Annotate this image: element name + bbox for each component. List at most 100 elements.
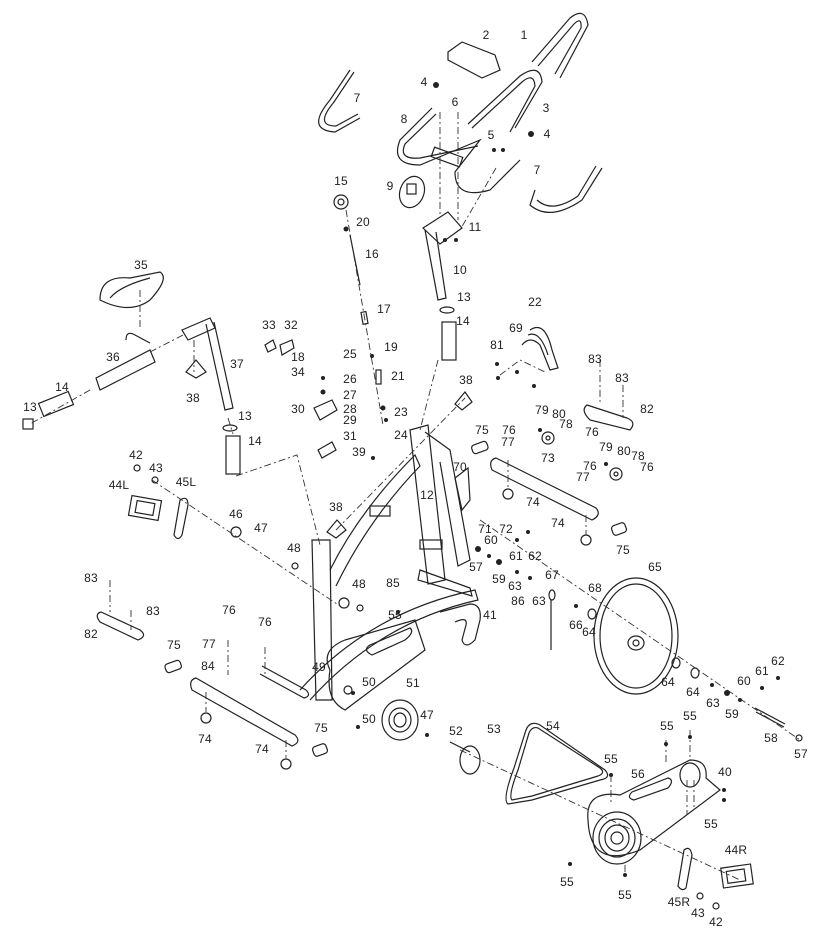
- part-label-55: 55: [660, 719, 674, 733]
- part-label-70: 70: [453, 460, 467, 474]
- part-label-11: 11: [468, 220, 482, 234]
- part-label-65: 65: [648, 560, 662, 574]
- part-label-54: 54: [546, 719, 560, 733]
- part-label-1: 1: [520, 28, 528, 42]
- part-label-78: 78: [631, 449, 645, 463]
- part-label-59: 59: [725, 707, 739, 721]
- part-label-79: 79: [599, 440, 613, 454]
- part-label-47: 47: [420, 708, 434, 722]
- part-label-86: 86: [511, 594, 525, 608]
- part-label-7: 7: [353, 91, 361, 105]
- part-label-26: 26: [343, 372, 357, 386]
- part-label-8: 8: [400, 112, 408, 126]
- part-label-66: 66: [569, 618, 583, 632]
- part-label-64: 64: [686, 685, 700, 699]
- part-label-61: 61: [509, 549, 523, 563]
- part-label-74: 74: [198, 732, 212, 746]
- part-label-50: 50: [362, 712, 376, 726]
- part-label-5: 5: [487, 128, 495, 142]
- part-label-62: 62: [528, 549, 542, 563]
- part-label-44L: 44L: [108, 478, 130, 492]
- part-label-59: 59: [492, 572, 506, 586]
- sleeve-14-left: [37, 390, 75, 418]
- cap-75-d: [311, 743, 329, 757]
- part-label-64: 64: [661, 675, 675, 689]
- part-label-75: 75: [616, 543, 630, 557]
- part-label-43: 43: [691, 906, 705, 920]
- part-label-2: 2: [482, 28, 490, 42]
- part-label-41: 41: [483, 608, 497, 622]
- cap-75-b: [610, 522, 628, 536]
- seat-slider-36: [95, 349, 156, 391]
- part-label-13: 13: [457, 290, 471, 304]
- foot-cover-82-left: [96, 611, 145, 641]
- part-label-45L: 45L: [175, 475, 197, 489]
- part-label-74: 74: [255, 742, 269, 756]
- part-label-83: 83: [615, 371, 629, 385]
- part-label-76: 76: [585, 425, 599, 439]
- part-label-76: 76: [258, 615, 272, 629]
- bracket-27: [313, 399, 338, 421]
- part-label-58: 58: [764, 731, 778, 745]
- sleeve-14-seat: [225, 435, 241, 475]
- brake-pad-22: [521, 326, 559, 371]
- part-label-67: 67: [545, 568, 559, 582]
- bearing-64-a: [587, 608, 597, 620]
- part-label-48: 48: [352, 577, 366, 591]
- part-label-55: 55: [704, 817, 718, 831]
- part-label-29: 29: [343, 413, 357, 427]
- part-label-74: 74: [551, 516, 565, 530]
- seat-post-37: [181, 317, 216, 341]
- part-label-15: 15: [334, 174, 348, 188]
- part-label-6: 6: [451, 95, 459, 109]
- part-label-44R: 44R: [724, 843, 748, 857]
- saddle-35: [99, 271, 164, 309]
- part-label-45R: 45R: [667, 895, 691, 909]
- part-label-13: 13: [238, 409, 252, 423]
- part-label-61: 61: [755, 664, 769, 678]
- part-label-74: 74: [526, 495, 540, 509]
- tensioner-67: [548, 589, 556, 601]
- part-label-19: 19: [384, 340, 398, 354]
- part-label-20: 20: [356, 215, 370, 229]
- part-label-63: 63: [706, 696, 720, 710]
- part-label-16: 16: [365, 247, 379, 261]
- part-label-27: 27: [343, 388, 357, 402]
- chain-guard-49: [326, 619, 426, 711]
- part-label-62: 62: [771, 654, 785, 668]
- part-label-21: 21: [391, 369, 405, 383]
- part-label-73: 73: [541, 451, 555, 465]
- part-label-14: 14: [248, 434, 262, 448]
- part-label-40: 40: [718, 765, 732, 779]
- wheel-78-upper: [541, 431, 555, 445]
- part-label-77: 77: [501, 435, 515, 449]
- part-label-81: 81: [490, 338, 504, 352]
- handlebar-extension-1: [531, 12, 589, 79]
- part-label-75: 75: [314, 721, 328, 735]
- part-label-55: 55: [560, 875, 574, 889]
- part-label-84: 84: [201, 659, 215, 673]
- part-label-23: 23: [394, 405, 408, 419]
- part-label-37: 37: [230, 357, 244, 371]
- part-label-38: 38: [186, 391, 200, 405]
- part-label-64: 64: [582, 625, 596, 639]
- part-label-33: 33: [262, 318, 276, 332]
- part-label-83: 83: [146, 604, 160, 618]
- part-label-34: 34: [291, 365, 305, 379]
- part-label-76: 76: [222, 603, 236, 617]
- part-label-25: 25: [343, 347, 357, 361]
- endcap-13-left: [22, 418, 34, 430]
- front-stabilizer-84: [190, 677, 299, 747]
- part-label-31: 31: [343, 429, 357, 443]
- part-label-83: 83: [84, 571, 98, 585]
- part-label-85: 85: [386, 576, 400, 590]
- cover-41: [439, 603, 481, 646]
- part-label-60: 60: [484, 533, 498, 547]
- part-label-75: 75: [475, 423, 489, 437]
- part-label-30: 30: [291, 402, 305, 416]
- part-label-78: 78: [559, 417, 573, 431]
- part-label-55: 55: [618, 888, 632, 902]
- flange-53: [459, 745, 481, 775]
- part-label-48: 48: [287, 541, 301, 555]
